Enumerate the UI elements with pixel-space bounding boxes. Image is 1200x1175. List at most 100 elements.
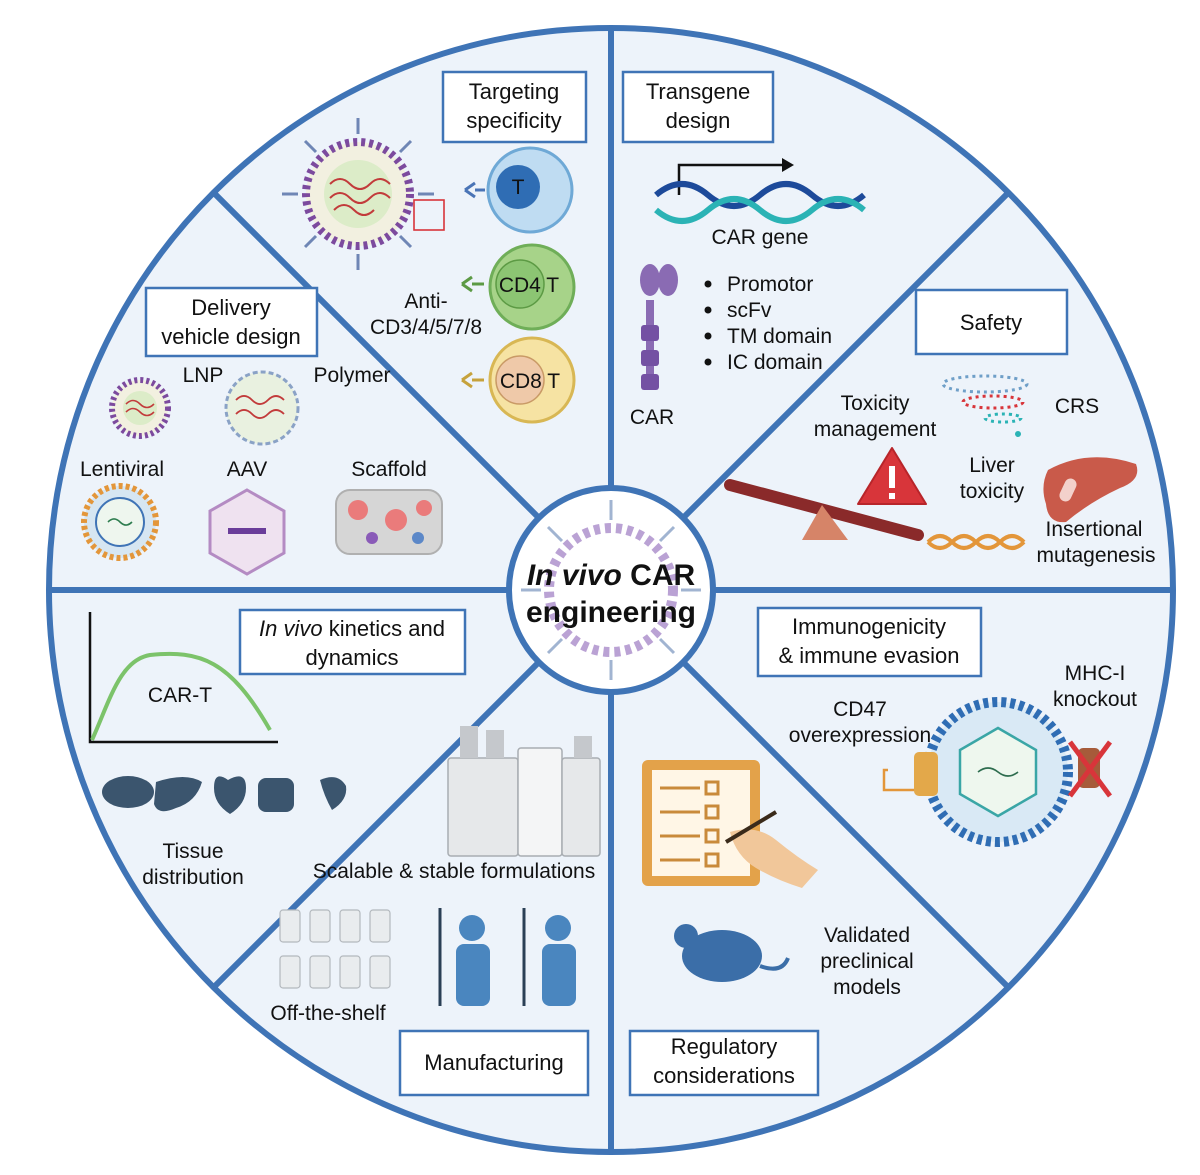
scaffold-icon [335,489,443,555]
t-cell-label: T [512,176,525,199]
car-receptor-icon [640,264,678,390]
organ-icons [102,776,347,814]
bioreactor-equipment-icon [447,726,601,857]
models-label-line3: models [833,976,901,999]
anti-cd-label-line1: Anti- [404,290,447,313]
delivery-title-line2: vehicle design [161,324,300,349]
scalable-label: Scalable & stable formulations [313,860,596,883]
safety-title: Safety [960,310,1022,335]
sector-delivery: Delivery vehicle design LNP Polymer Lent… [80,286,443,576]
cd47-receptor-icon [882,752,938,796]
immuno-title-box [756,606,983,678]
bullet-tm-domain: TM domain [727,325,832,348]
mhc-label-line1: MHC-I [1065,662,1126,685]
tissue-label-line2: distribution [142,866,244,889]
kinetics-title-line2: dynamics [306,645,399,670]
center-title-line1: In vivo CAR [527,559,696,592]
car-t-curve-label: CAR-T [148,684,212,707]
insertional-label-line2: mutagenesis [1036,544,1155,567]
targeting-title-box [441,70,588,144]
seesaw-balance-icon [724,479,924,541]
liver-label-line2: toxicity [960,480,1025,503]
writing-hand-icon [724,810,818,888]
lentiviral-icon [81,483,159,561]
heart-icon [214,776,246,814]
transgene-bullet-list: Promotor scFv TM domain IC domain [704,273,832,374]
mhc-label-line2: knockout [1053,688,1137,711]
sector-manufacturing: Manufacturing Scalable & stable formulat… [270,726,601,1097]
lentiviral-label: Lentiviral [80,458,164,481]
car-gene-label: CAR gene [712,226,809,249]
manufacturing-title-box [398,1029,590,1097]
engineered-virus-icon [923,697,1073,847]
cd4-t-cell-label: CD4 T [499,274,559,297]
aav-label: AAV [227,458,267,481]
cd47-label-line1: CD47 [833,698,887,721]
polymer-label: Polymer [313,364,390,387]
kinetics-title-box [238,608,467,676]
toxicity-label-line1: Toxicity [841,392,910,415]
sector-immunogenicity: Immunogenicity & immune evasion MHC-I kn… [756,606,1137,847]
spleen-icon [320,777,347,810]
sector-targeting: Targeting specificity T CD4 T [282,70,588,424]
vial-icons [279,909,391,989]
cd47-label-line2: overexpression [789,724,931,747]
sector-safety: Safety Toxicity management CRS Liver tox… [724,288,1156,567]
cd4-t-cell-icon: CD4 T [461,243,576,331]
polymer-icon [224,370,300,446]
bullet-scfv: scFv [727,299,772,322]
regulatory-title-line1: Regulatory [671,1034,777,1059]
center-title-line2: engineering [526,596,696,629]
transgene-title-line2: design [666,108,731,133]
lnp-label: LNP [183,364,224,387]
scaffold-label: Scaffold [351,458,427,481]
delivery-title-line1: Delivery [191,295,270,320]
safety-title-box [914,288,1069,356]
brain-icon [102,776,154,808]
aav-icon [208,488,286,576]
crs-tornado-icon [941,374,1029,437]
bullet-ic-domain: IC domain [727,351,823,374]
mhc-knockout-cross-icon [1067,740,1113,798]
offshelf-label: Off-the-shelf [270,1002,385,1025]
insertional-label-line1: Insertional [1046,518,1143,541]
models-label-line1: Validated [824,924,910,947]
mouse-model-icon [674,924,790,982]
dna-mutation-icon [926,534,1026,550]
crs-label: CRS [1055,395,1099,418]
intestine-icon [258,778,294,812]
targeting-title-line1: Targeting [469,79,560,104]
lnp-particle-icon [282,118,434,270]
delivery-title-box [144,286,319,358]
lnp-icon [109,377,171,439]
liver-label-line1: Liver [969,454,1015,477]
kinetics-title-line1: In vivo kinetics and [259,616,445,641]
dna-helix-icon [654,181,866,224]
immuno-title-line2: & immune evasion [779,643,960,668]
patient-iv-icons [438,908,576,1006]
sector-transgene: Transgene design CAR gene CAR Promotor s… [621,70,866,429]
center-hub: In vivo CAR engineering [506,485,716,695]
bullet-promotor: Promotor [727,273,813,296]
warning-icon [857,447,927,505]
anti-cd-label-line2: CD3/4/5/7/8 [370,316,482,339]
manufacturing-title: Manufacturing [424,1050,563,1075]
checklist-clipboard-icon [642,760,760,886]
liver-organ-icon [154,777,202,812]
regulatory-title-line2: considerations [653,1063,795,1088]
toxicity-label-line2: management [814,418,937,441]
kinetics-curve-chart [88,612,278,744]
immuno-title-line1: Immunogenicity [792,614,946,639]
liver-icon [1043,457,1138,523]
cd8-t-cell-icon: CD8 T [461,336,576,424]
t-cell-icon: T [464,146,574,234]
targeting-title-line2: specificity [466,108,561,133]
antibody-highlight-box [413,199,445,231]
cd8-t-cell-label: CD8 T [500,370,560,393]
transgene-title-line1: Transgene [646,79,750,104]
transgene-title-box [621,70,775,144]
tissue-label-line1: Tissue [162,840,223,863]
sector-kinetics: In vivo kinetics and dynamics CAR-T Tiss… [88,608,467,889]
regulatory-title-box [628,1029,820,1097]
